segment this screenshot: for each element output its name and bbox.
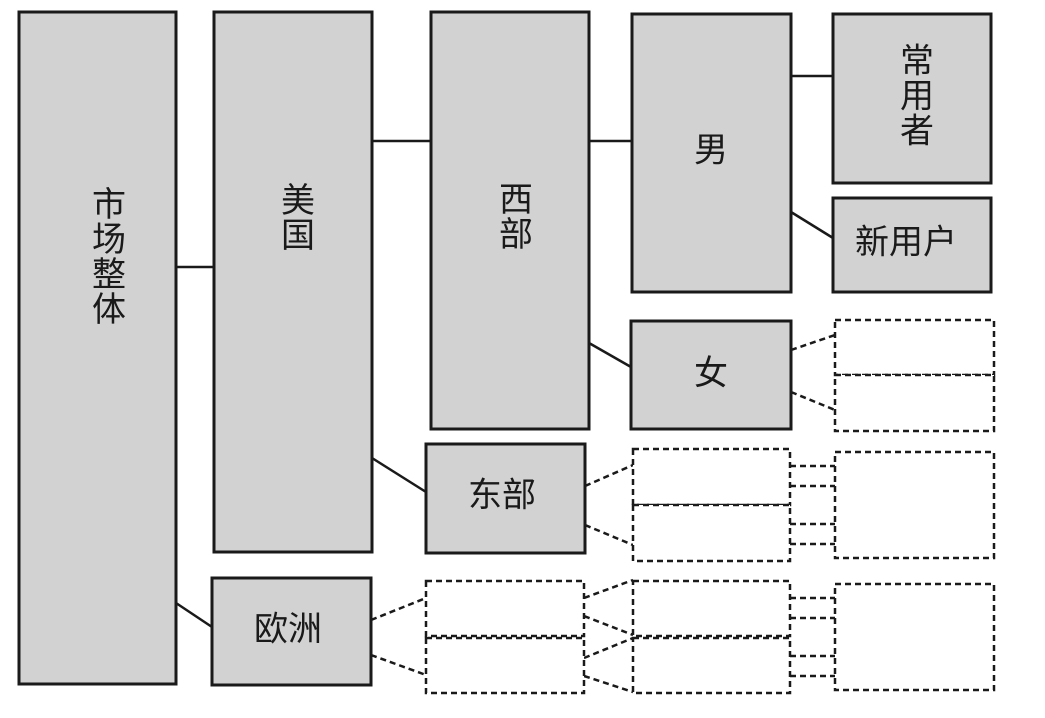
node-europe-label: 欧洲 [254, 610, 322, 650]
edge-west-female [588, 341, 632, 369]
edge-root-europe [175, 601, 213, 629]
placeholder-box [833, 318, 996, 377]
edge-east-placeholder [584, 523, 634, 547]
node-labels: 市场整体 美国 西部 常用者 男 女 新用户 东部 欧洲 [86, 43, 958, 650]
placeholder-connectors [370, 333, 836, 694]
edge-us-east [371, 456, 427, 494]
node-west-box [429, 10, 591, 431]
node-europe-box [210, 576, 373, 687]
placeholder-box [424, 579, 586, 638]
node-east-label: 东部 [468, 476, 536, 516]
placeholder-box [631, 503, 792, 563]
tree-nodes [17, 10, 993, 687]
node-male-box [630, 12, 793, 294]
node-female-box [629, 319, 793, 431]
node-east-box [424, 442, 587, 555]
node-regular-box [831, 12, 993, 185]
node-root-box [17, 10, 178, 686]
placeholder-box [833, 373, 996, 433]
placeholder-box [631, 447, 792, 507]
placeholder-box [833, 582, 996, 692]
placeholder-boxes [424, 318, 996, 695]
tree-connectors [175, 74, 834, 629]
node-new-user-label: 新用户 [855, 223, 957, 263]
node-us-box [212, 10, 374, 554]
edge-placeholder-branch [583, 614, 634, 637]
node-us-label: 美国 [275, 182, 315, 252]
edge-placeholder-branch [583, 674, 634, 694]
node-regular-label: 常用者 [894, 43, 934, 148]
node-female-label: 女 [694, 354, 728, 394]
node-root-label: 市场整体 [86, 186, 126, 326]
edge-male-new-user [790, 210, 834, 240]
node-male-label: 男 [694, 131, 728, 171]
edge-female-placeholder [790, 390, 836, 412]
placeholder-box [631, 636, 792, 695]
placeholder-box [631, 579, 792, 638]
edge-europe-placeholder [370, 653, 427, 677]
placeholder-box [424, 636, 586, 695]
node-new-user-box [831, 196, 993, 294]
placeholder-box [833, 450, 996, 560]
edge-female-placeholder [790, 333, 836, 352]
node-west-label: 西部 [493, 181, 533, 251]
edge-east-placeholder [584, 463, 634, 488]
edge-europe-placeholder [370, 596, 427, 622]
edge-placeholder-branch [583, 578, 634, 600]
edge-placeholder-branch [583, 636, 634, 660]
